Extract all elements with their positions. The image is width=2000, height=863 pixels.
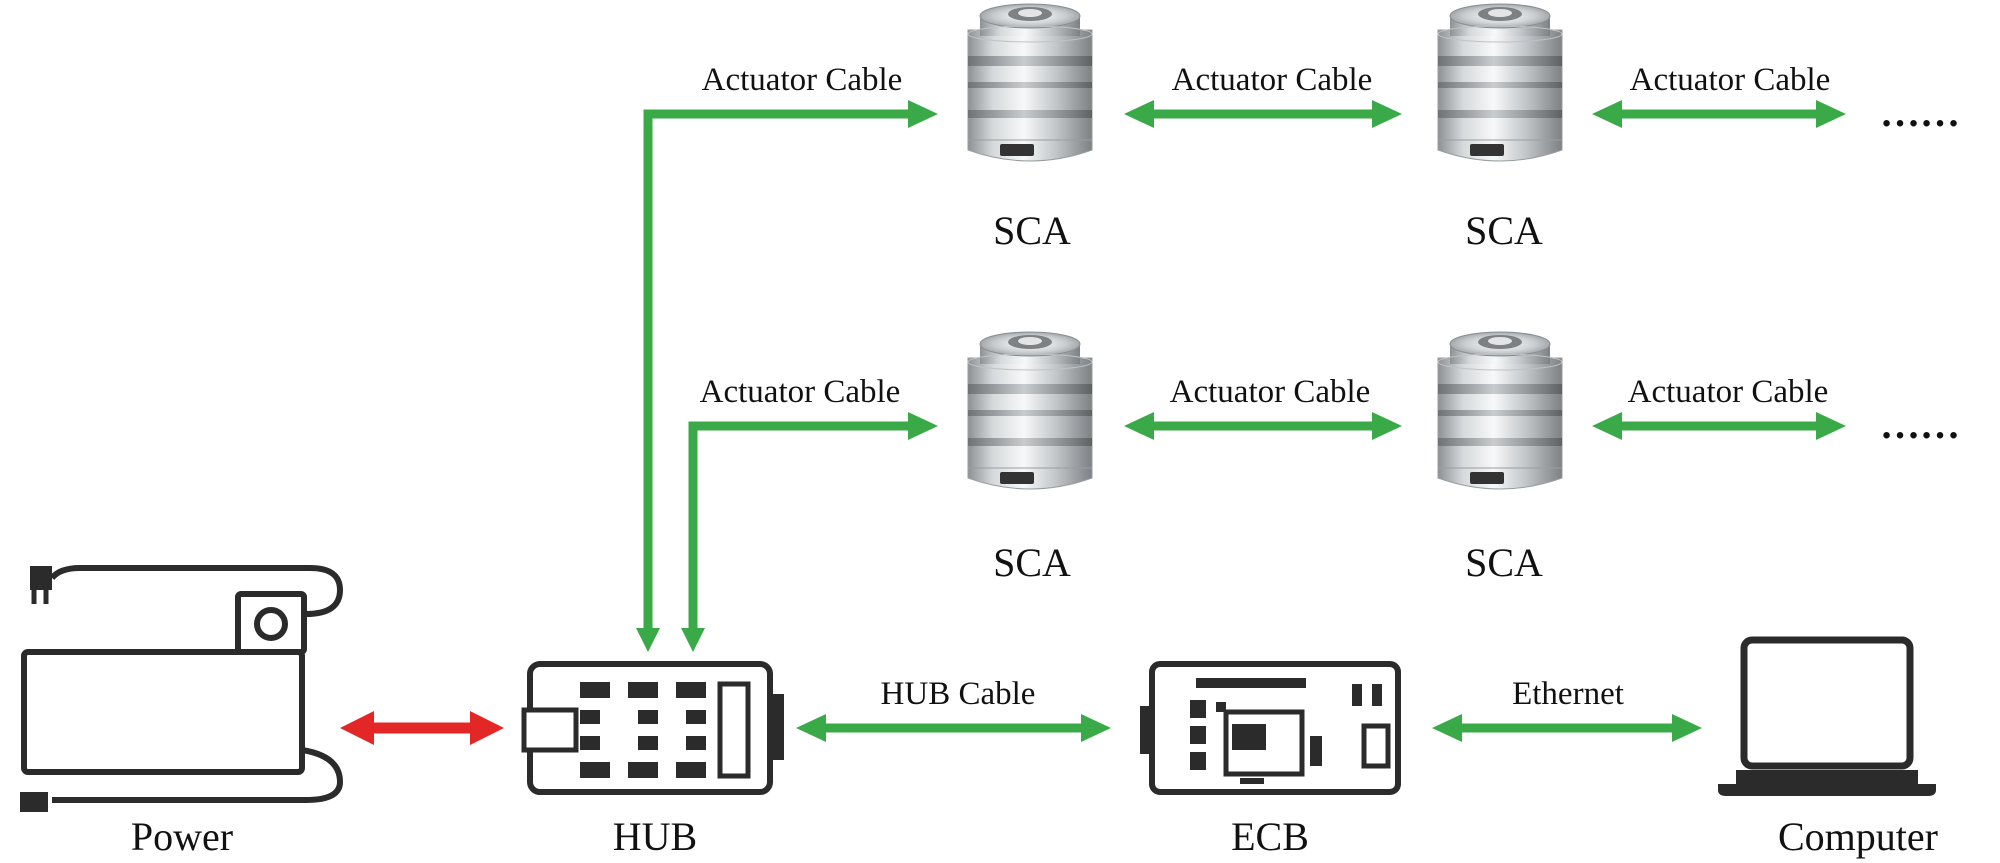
continuation-row2: ……: [1880, 402, 1960, 447]
cable-label-row2-next: Actuator Cable: [1628, 374, 1829, 410]
arrowhead-row2-sca-left: [1124, 412, 1154, 440]
cable-paths: [370, 109, 1820, 734]
ecb-board-icon: [1140, 661, 1401, 795]
arrowhead-row2-hub-down: [681, 628, 705, 652]
sca-row2-col2: [1437, 331, 1563, 490]
actuator-cylinder-icon: [1437, 331, 1563, 490]
cable-label-row1-next: Actuator Cable: [1630, 62, 1831, 98]
node-label-power: Power: [131, 814, 233, 859]
sca-row1-col2: [1437, 3, 1563, 162]
power-supply-icon: [20, 565, 344, 812]
node-label-sca-r2-c1: SCA: [993, 540, 1071, 585]
cable-label-hub-ecb: HUB Cable: [881, 676, 1036, 712]
arrowhead-ecb-computer-left: [1432, 714, 1462, 742]
cable-label-row2-hub: Actuator Cable: [700, 374, 901, 410]
arrowhead-hub-ecb-right: [1081, 714, 1111, 742]
arrowhead-power-left: [340, 711, 374, 745]
arrowhead-row2-hub-right: [908, 412, 938, 440]
arrowhead-row1-next-left: [1592, 100, 1622, 128]
arrowhead-row1-hub-right: [908, 100, 938, 128]
node-label-sca-r1-c2: SCA: [1465, 208, 1543, 253]
arrowhead-power-right: [470, 711, 504, 745]
cable-path-row1-hub: [643, 109, 912, 630]
node-label-sca-r1-c1: SCA: [993, 208, 1071, 253]
node-label-sca-r2-c2: SCA: [1465, 540, 1543, 585]
arrowhead-row2-next-left: [1592, 412, 1622, 440]
arrowhead-row1-sca-right: [1372, 100, 1402, 128]
actuator-cylinder-icon: [967, 3, 1093, 162]
cable-label-row1-sca-sca: Actuator Cable: [1172, 62, 1373, 98]
node-label-computer: Computer: [1778, 814, 1938, 859]
arrowhead-row2-next-right: [1816, 412, 1846, 440]
actuator-cylinder-icon: [967, 331, 1093, 490]
hub-board-icon: [521, 661, 784, 795]
sca-row2-col1: [967, 331, 1093, 490]
arrowhead-ecb-computer-right: [1672, 714, 1702, 742]
arrowhead-row1-hub-down: [636, 628, 660, 652]
actuator-cylinder-icon: [1437, 3, 1563, 162]
arrowheads: [340, 100, 1846, 745]
cable-label-ecb-computer: Ethernet: [1512, 676, 1624, 712]
arrowhead-row1-next-right: [1816, 100, 1846, 128]
arrowhead-row1-sca-left: [1124, 100, 1154, 128]
continuation-row1: ……: [1880, 90, 1960, 135]
arrowhead-hub-ecb-left: [796, 714, 826, 742]
cable-label-row1-hub: Actuator Cable: [702, 62, 903, 98]
cable-label-row2-sca-sca: Actuator Cable: [1170, 374, 1371, 410]
node-label-hub: HUB: [613, 814, 697, 859]
sca-row1-col1: [967, 3, 1093, 162]
arrowhead-row2-sca-right: [1372, 412, 1402, 440]
laptop-icon: [1718, 636, 1936, 796]
node-label-ecb: ECB: [1231, 814, 1309, 859]
cable-path-row2-hub: [688, 421, 912, 630]
